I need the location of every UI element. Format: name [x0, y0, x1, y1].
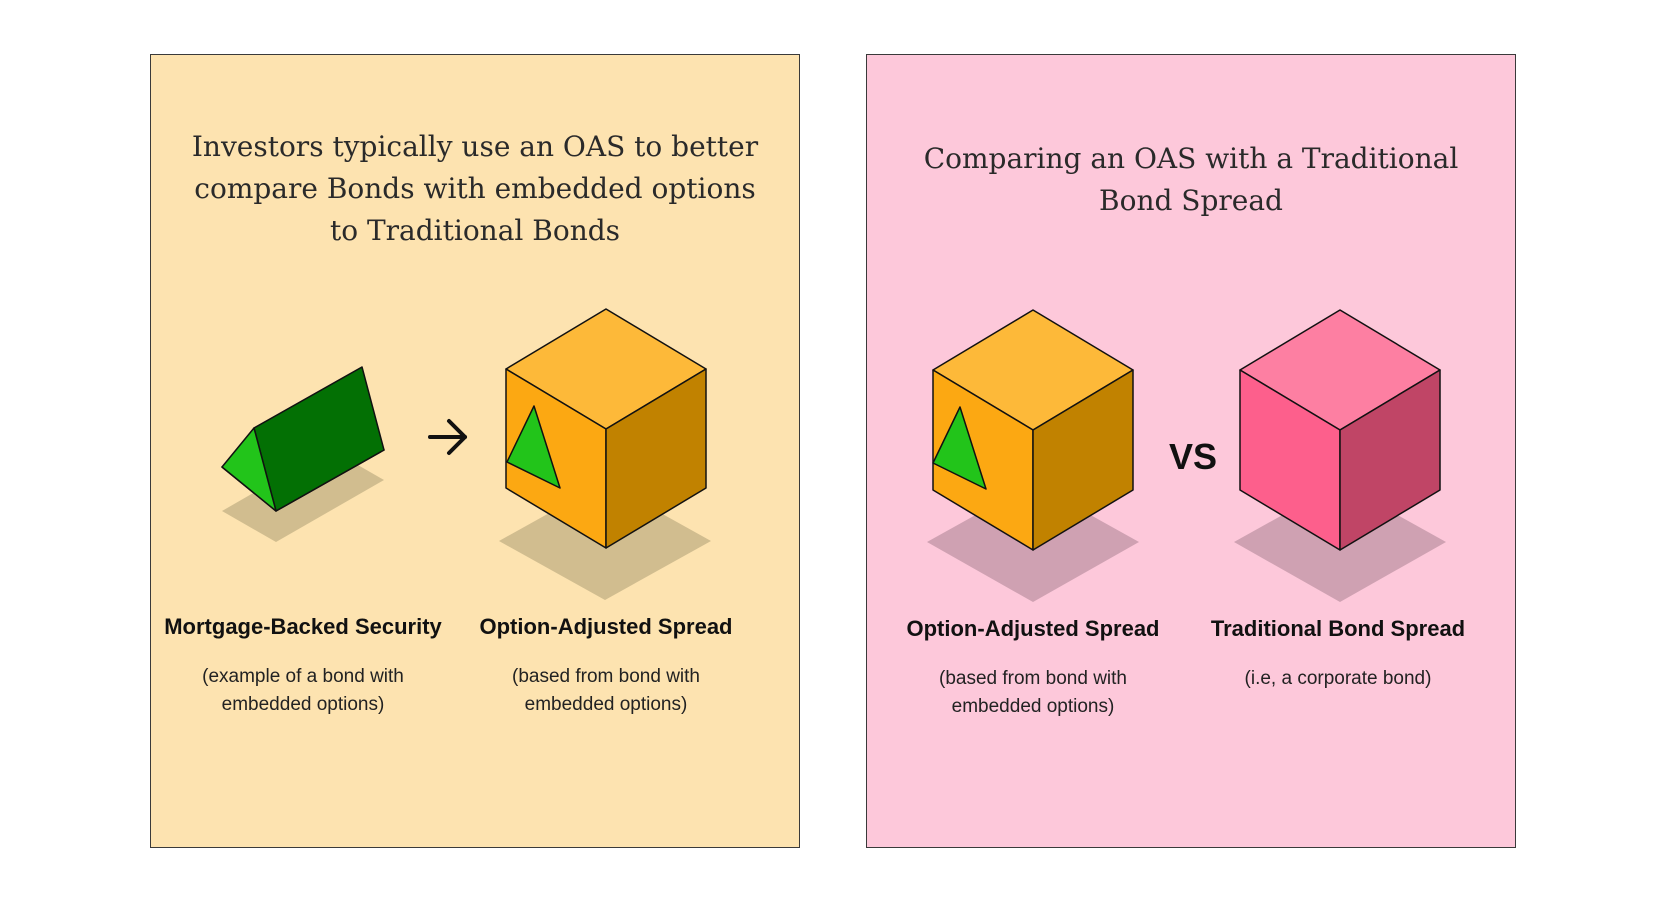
caption-subtitle: (i.e, a corporate bond)	[1244, 668, 1432, 689]
panel-title: Investors typically use an OAS to better…	[191, 130, 759, 247]
caption-traditional-bond-spread: Traditional Bond Spread (i.e, a corporat…	[1198, 614, 1478, 693]
caption-mortgage-backed-security: Mortgage-Backed Security (example of a b…	[163, 612, 443, 719]
panel-title: Comparing an OAS with a Traditional Bond…	[923, 142, 1459, 217]
orange-cube-with-triangle-icon	[505, 308, 707, 549]
caption-option-adjusted-spread: Option-Adjusted Spread (based from bond …	[466, 612, 746, 719]
right-illustration	[927, 309, 1446, 602]
panel-left: Investors typically use an OAS to better…	[150, 54, 800, 848]
caption-title: Option-Adjusted Spread	[479, 614, 733, 639]
caption-subtitle: (based from bond with embedded options)	[939, 668, 1127, 717]
caption-title: Traditional Bond Spread	[1210, 616, 1466, 641]
left-illustration	[221, 308, 711, 600]
caption-title: Option-Adjusted Spread	[906, 616, 1160, 641]
orange-cube-with-triangle-icon	[932, 309, 1134, 551]
vs-label: VS	[1168, 436, 1218, 477]
caption-title: Mortgage-Backed Security	[164, 614, 442, 639]
pink-cube-icon	[1239, 309, 1441, 551]
panel-right: Comparing an OAS with a Traditional Bond…	[866, 54, 1516, 848]
caption-option-adjusted-spread: Option-Adjusted Spread (based from bond …	[893, 614, 1173, 721]
arrow-right-icon	[428, 419, 467, 455]
green-prism-icon	[221, 366, 385, 512]
caption-subtitle: (example of a bond with embedded options…	[202, 666, 404, 715]
caption-subtitle: (based from bond with embedded options)	[512, 666, 700, 715]
